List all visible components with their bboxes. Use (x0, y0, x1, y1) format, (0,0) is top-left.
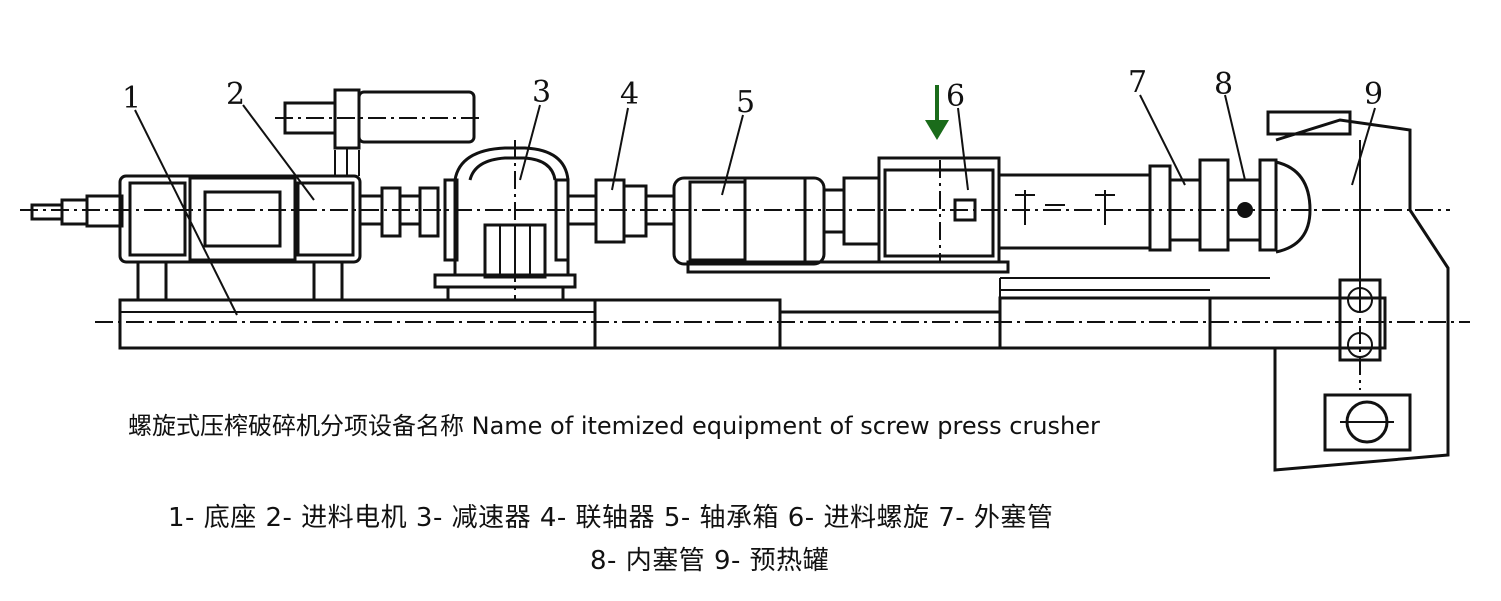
part-label-6: 6 (946, 79, 965, 114)
diagram-caption: 螺旋式压榨破碎机分项设备名称 Name of itemized equipmen… (128, 412, 1100, 440)
reducer (433, 140, 577, 302)
legend-line-1: 1- 底座 2- 进料电机 3- 减速器 4- 联轴器 5- 轴承箱 6- 进料… (168, 503, 1054, 533)
bearing-box (672, 176, 1010, 274)
left-shaft-end (30, 194, 124, 228)
base-frame (118, 277, 1387, 350)
motor-reducer-coupling (358, 186, 440, 238)
part-label-8: 8 (1214, 67, 1233, 102)
feed-arrow-icon (925, 85, 949, 140)
part-label-1: 1 (122, 81, 141, 116)
part-label-4: 4 (620, 77, 639, 112)
part-label-5: 5 (736, 85, 755, 120)
outer-plug-tube (999, 164, 1202, 252)
part-label-3: 3 (532, 75, 551, 110)
feed-motor (118, 88, 480, 302)
feed-screw (822, 156, 1001, 264)
preheating-tank (1266, 110, 1450, 472)
part-label-2: 2 (226, 77, 245, 112)
part-label-9: 9 (1364, 77, 1383, 112)
inner-plug-tube (1198, 158, 1278, 252)
part-label-7: 7 (1128, 65, 1147, 100)
legend-line-2: 8- 内塞管 9- 预热罐 (590, 546, 830, 576)
part-labels: 1 2 3 4 5 6 7 8 9 (122, 65, 1383, 120)
leader-lines (134, 94, 1376, 316)
